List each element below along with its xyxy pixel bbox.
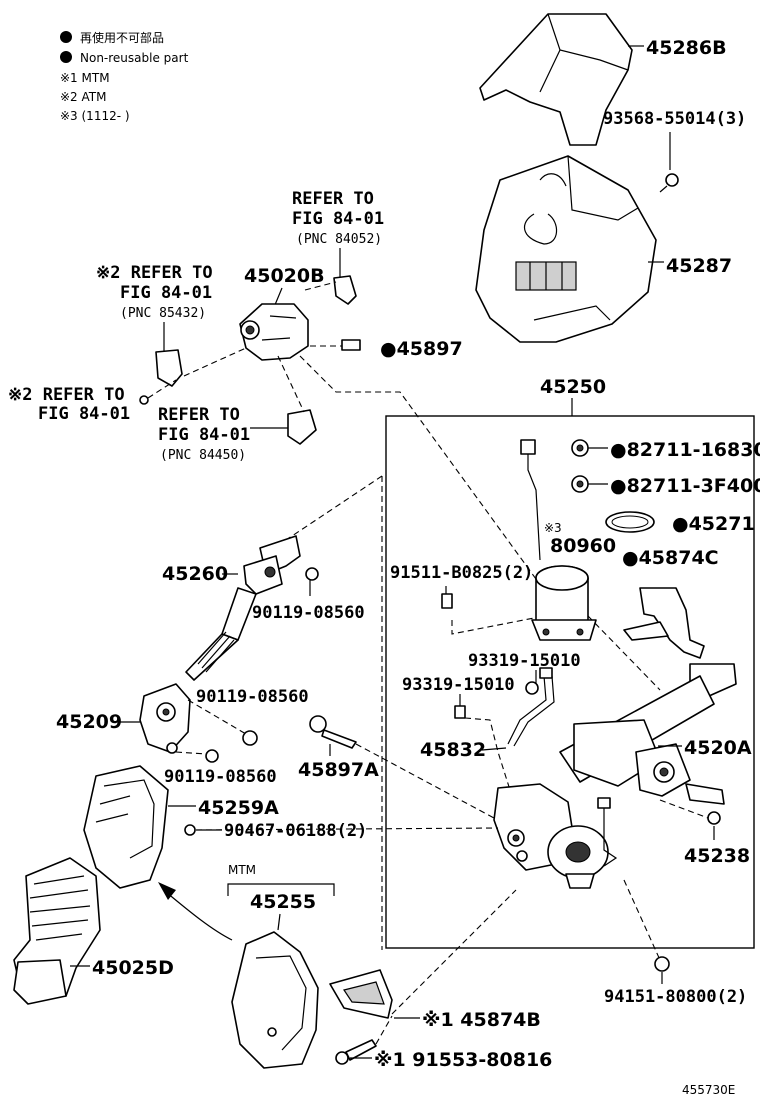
label-45020B: 45020B	[244, 265, 325, 287]
bolt-icon	[305, 567, 319, 581]
label-45287: 45287	[666, 255, 732, 277]
refer-84450-line3: (PNC 84450)	[160, 448, 246, 463]
hole-cover-45259A	[83, 765, 169, 889]
refer-84450-line1: REFER TO	[158, 405, 240, 425]
label-45260: 45260	[162, 563, 228, 585]
label-45897: ●45897	[380, 338, 463, 360]
label-45271: ●45271	[672, 513, 755, 535]
nut-icon	[707, 811, 721, 825]
connector-icon	[520, 439, 536, 455]
bolt-icon	[654, 956, 670, 972]
legend-line-5: ※3 (1112- )	[60, 109, 130, 123]
nut-icon	[205, 749, 219, 763]
legend-line-4: ※2 ATM	[60, 90, 106, 104]
bolt-45897A	[309, 715, 357, 749]
label-80960: 80960	[550, 535, 616, 557]
bracket-45874B	[329, 969, 393, 1019]
label-4520A: 4520A	[684, 737, 752, 759]
label-45238: 45238	[684, 845, 750, 867]
refer-84052-line2: FIG 84-01	[292, 209, 384, 229]
label-45832: 45832	[420, 739, 486, 761]
refer-84450-line2: FIG 84-01	[158, 425, 250, 445]
switch-icon	[333, 275, 357, 305]
label-45250: 45250	[540, 376, 606, 398]
key-cylinder-icon	[287, 409, 317, 445]
direction-arrow-icon	[165, 891, 233, 941]
lower-column-cover	[475, 155, 657, 343]
switch-icon	[155, 349, 183, 387]
pin-icon	[139, 395, 149, 405]
screw-icon	[454, 705, 466, 719]
label-45255: 45255	[250, 891, 316, 913]
legend: 再使用不可部品 Non-reusable part ※1 MTM ※2 ATM …	[60, 30, 189, 123]
label-90119-08560-a: 90119-08560	[252, 603, 365, 623]
label-90119-08560-c: 90119-08560	[164, 767, 277, 787]
assembly-box-45250	[385, 415, 755, 949]
hole-cover-45255	[231, 931, 319, 1069]
refer-85432-line3: (PNC 85432)	[120, 306, 206, 321]
universal-joint	[139, 683, 191, 754]
refer-85432-line2: FIG 84-01	[120, 283, 212, 303]
label-45025D: 45025D	[92, 957, 174, 979]
motor	[531, 565, 597, 641]
screw-icon	[525, 681, 539, 695]
clip-icon	[571, 439, 589, 457]
refer-84052-line3: (PNC 84052)	[296, 232, 382, 247]
steering-boot-45025D	[13, 857, 101, 1005]
refer-84052-line1: REFER TO	[292, 189, 374, 209]
label-82711-16830: ●82711-16830	[610, 439, 760, 461]
intermediate-shaft	[185, 535, 301, 681]
bolt-icon	[441, 593, 453, 609]
bolt-icon	[341, 339, 361, 351]
band-icon	[605, 511, 655, 533]
label-91553-80816: ※1 91553-80816	[374, 1049, 552, 1071]
non-reusable-bullet-icon	[60, 51, 72, 63]
refer-atm-line1: ※2 REFER TO	[8, 385, 125, 405]
legend-line-2: Non-reusable part	[80, 51, 189, 65]
label-45209: 45209	[56, 711, 122, 733]
steering-column-4520A	[493, 663, 737, 889]
upper-column-cover	[479, 13, 633, 146]
clip-icon	[184, 824, 196, 836]
refer-atm-line2: FIG 84-01	[38, 404, 130, 424]
label-94151-80800: 94151-80800(2)	[604, 987, 747, 1007]
note-3: ※3	[544, 521, 562, 535]
label-93568-55014: 93568-55014(3)	[603, 109, 746, 129]
label-45874B: ※1 45874B	[422, 1009, 541, 1031]
label-45286B: 45286B	[646, 37, 727, 59]
label-93319-15010-b: 93319-15010	[402, 675, 515, 695]
label-82711-3F400: ●82711-3F400	[610, 475, 760, 497]
label-93319-15010-a: 93319-15010	[468, 651, 581, 671]
label-91511-B0825: 91511-B0825(2)	[390, 563, 533, 583]
lock-housing	[239, 303, 309, 361]
label-45874C: ●45874C	[622, 547, 719, 569]
label-45897A: 45897A	[298, 759, 379, 781]
bracket-45874C	[623, 587, 705, 659]
screw-icon	[659, 173, 679, 193]
label-mtm: MTM	[228, 863, 256, 877]
label-45259A: 45259A	[198, 797, 279, 819]
label-90119-08560-b: 90119-08560	[196, 687, 309, 707]
bolt-91553	[335, 1039, 377, 1065]
label-90467-06188: 90467-06188(2)	[224, 821, 367, 841]
non-reusable-bullet-icon	[60, 31, 72, 43]
clip-icon	[571, 475, 589, 493]
legend-line-3: ※1 MTM	[60, 71, 110, 85]
refer-85432-line1: ※2 REFER TO	[96, 263, 213, 283]
legend-line-1: 再使用不可部品	[80, 30, 164, 45]
bolt-icon	[242, 730, 258, 746]
figure-number: 455730E	[682, 1083, 735, 1097]
